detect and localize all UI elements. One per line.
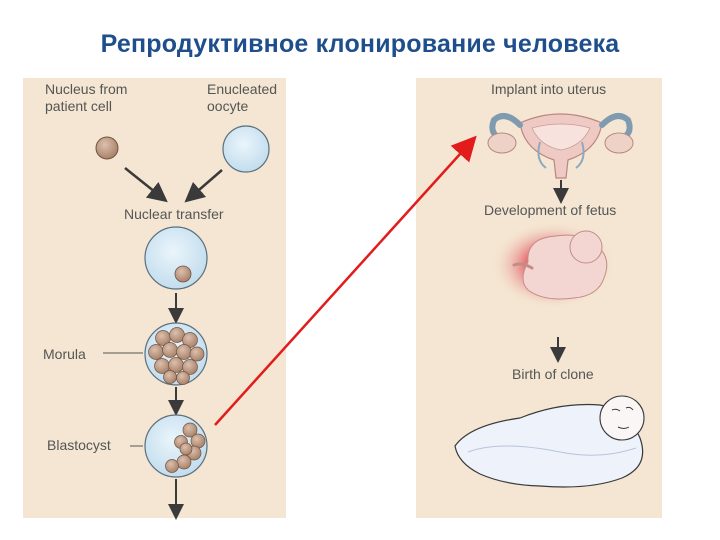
enucleated-oocyte-cell [222,125,270,173]
birth-of-clone-label: Birth of clone [512,366,594,382]
slide-title: Репродуктивное клонирование человека [100,30,620,58]
fetus-icon [491,221,615,309]
uterus-icon [487,113,634,179]
patient-nucleus-cell [95,136,119,160]
blastocyst-cell [144,414,208,478]
nuclear-transfer-cell [144,226,208,290]
arrow-icon [184,169,223,203]
arrow-icon [124,167,168,203]
baby-clone-icon [454,395,645,488]
red-connector-arrow [214,135,477,426]
nuclear-transfer-label: Nuclear transfer [124,206,224,222]
morula-label: Morula [43,346,86,362]
implant-into-uterus-label: Implant into uterus [491,81,607,97]
development-of-fetus-label: Development of fetus [484,202,617,218]
enucleated-oocyte-label: Enucleated oocyte [207,81,278,114]
nucleus-from-patient-cell-label: Nucleus from patient cell [45,81,128,114]
morula-cell [144,322,208,386]
blastocyst-label: Blastocyst [47,437,111,453]
